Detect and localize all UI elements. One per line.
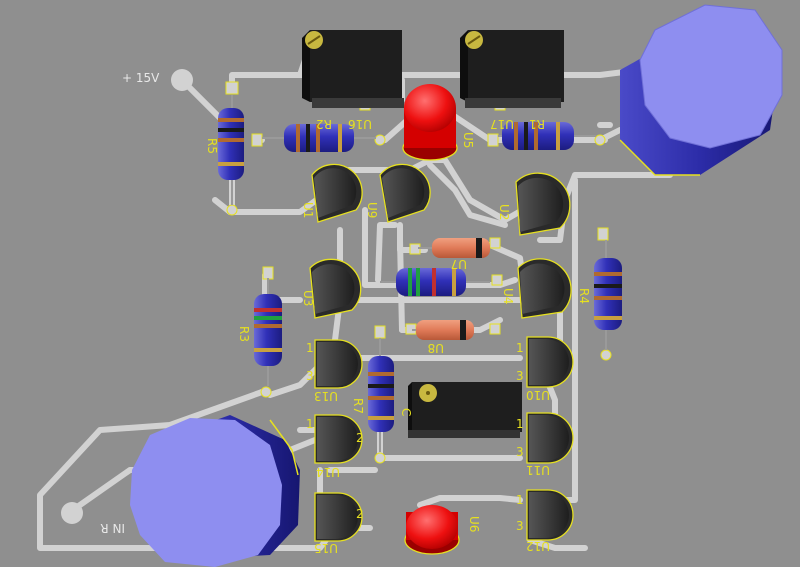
label-u2: U2 (497, 204, 511, 220)
pin-label: 3 (516, 519, 524, 533)
transistor-u4 (517, 258, 572, 319)
transistor-u10 (526, 336, 574, 388)
label-u4: U4 (501, 288, 515, 304)
pin-label: 1 (306, 341, 314, 355)
transistor-u12 (526, 489, 574, 541)
led-u6 (404, 505, 460, 555)
transistor-u1 (311, 163, 363, 223)
pin-label: 2 (356, 431, 364, 445)
label-u17: U17 (490, 117, 514, 131)
pin-label: 1 (516, 417, 524, 431)
resistor-r7 (368, 338, 394, 452)
pin-label: 1 (306, 417, 314, 431)
resistor-middle (380, 268, 490, 296)
pin-label: 1 (516, 493, 524, 507)
label-u3: U3 (301, 290, 315, 306)
label-u14: U14 (316, 465, 340, 479)
label-u7: U7 (451, 257, 467, 271)
label-u5: U5 (461, 132, 475, 148)
label-r5: R5 (205, 138, 219, 154)
label-u10: U10 (526, 388, 550, 402)
label-u16: U16 (348, 117, 372, 131)
label-r2: R2 (316, 117, 332, 131)
pin-label: 3 (516, 445, 524, 459)
power-terminal-pad (171, 69, 193, 91)
transistor-u9 (379, 163, 431, 223)
label-u13: U13 (314, 389, 338, 403)
trimmer-u17 (460, 30, 564, 108)
transistor-u3 (309, 258, 362, 319)
pin-label: 3 (306, 369, 314, 383)
label-u12: U12 (526, 539, 550, 553)
led-u5 (402, 84, 458, 161)
label-r1: R1 (529, 117, 545, 131)
transistor-u13 (314, 339, 363, 389)
label-u1: U1 (301, 202, 315, 218)
trimmer-c (408, 382, 522, 438)
capacitor-bottom-left (130, 415, 300, 567)
capacitor-top-right (619, 4, 783, 176)
transistor-u11 (526, 412, 574, 464)
diode-u7 (418, 238, 490, 258)
pin-label: 1 (516, 341, 524, 355)
label-u8: U8 (428, 341, 444, 355)
signal-input-label: IN R (100, 521, 125, 535)
transistor-u15 (314, 492, 363, 542)
resistor-r4 (594, 240, 622, 350)
label-r3: R3 (237, 326, 251, 342)
label-u9: U9 (365, 202, 379, 218)
input-terminal-pad (61, 502, 83, 524)
label-r4: R4 (577, 288, 591, 304)
resistor-r1 (498, 122, 596, 150)
transistor-u2 (515, 172, 571, 236)
transistor-u14 (314, 414, 363, 464)
label-u15: U15 (314, 541, 338, 555)
resistor-r2 (262, 124, 376, 152)
trimmer-u16 (302, 30, 404, 108)
resistor-r5 (218, 95, 244, 205)
label-c: C (399, 408, 413, 416)
resistor-r3 (254, 278, 282, 386)
label-r7: R7 (351, 398, 365, 414)
pin-label: 3 (516, 369, 524, 383)
pin-label: 2 (356, 507, 364, 521)
power-input-label: + 15V (122, 71, 160, 85)
diode-u8 (412, 320, 474, 340)
label-u11: U11 (526, 463, 550, 477)
label-u6: U6 (467, 516, 481, 532)
